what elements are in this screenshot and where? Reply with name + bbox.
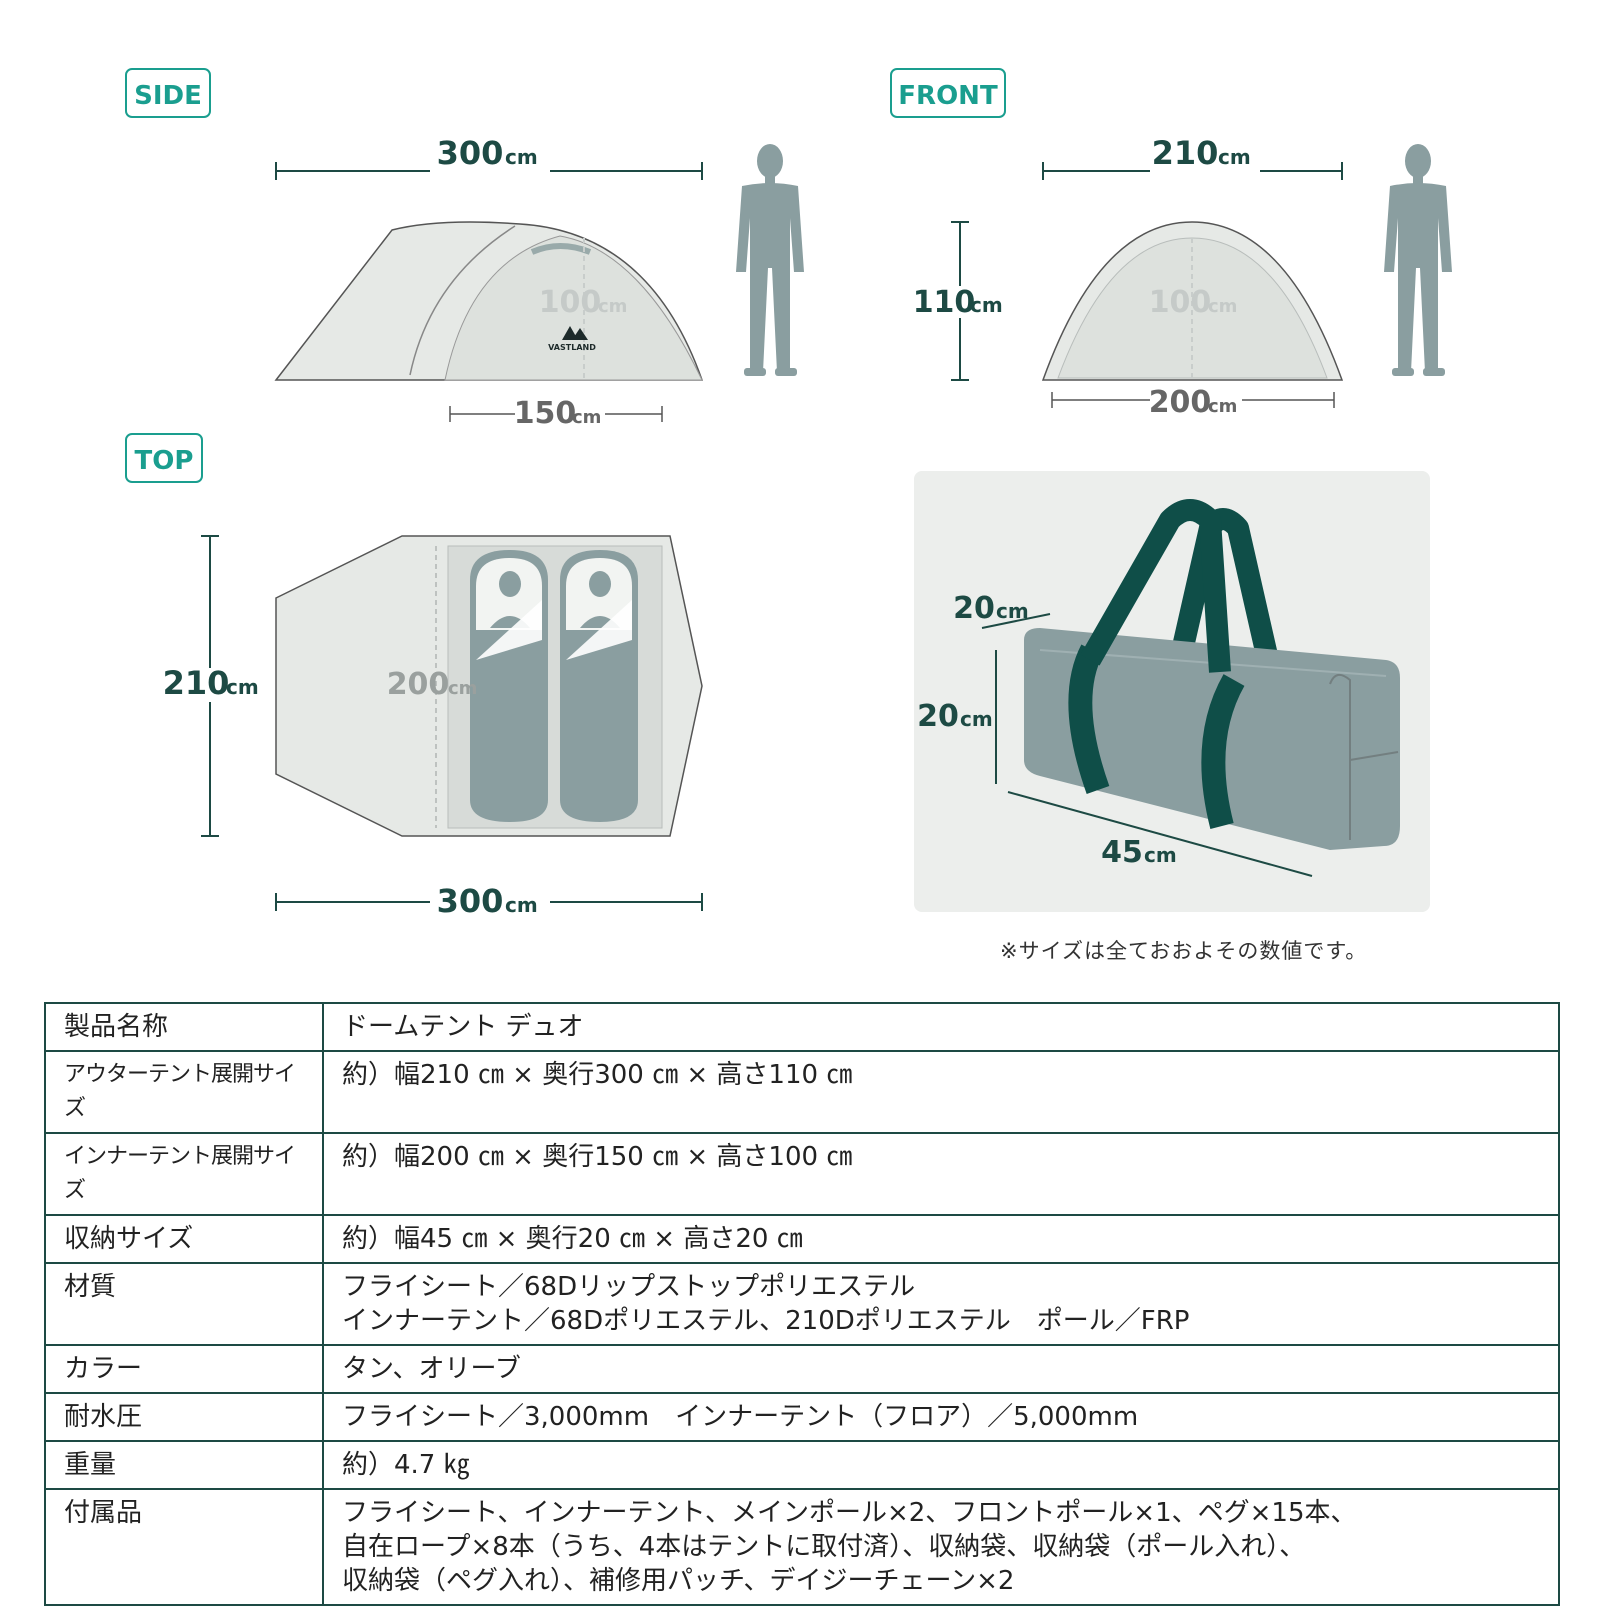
bag-depth-unit: cm: [996, 599, 1029, 623]
side-label: SIDE: [134, 81, 202, 111]
spec-row: アウターテント展開サイズ約）幅210 ㎝ × 奥行300 ㎝ × 高さ110 ㎝: [45, 1050, 1559, 1134]
spec-label: 耐水圧: [45, 1392, 324, 1442]
front-inner-width-unit: cm: [1208, 396, 1237, 417]
side-tent-inner: [444, 235, 703, 381]
spec-row: 重量約）4.7 ㎏: [45, 1440, 1559, 1490]
spec-value-line: ドームテント デュオ: [342, 1012, 584, 1042]
spec-value-line: フライシート／3,000mm インナーテント（フロア）／5,000mm: [342, 1402, 1139, 1432]
spec-row: インナーテント展開サイズ約）幅200 ㎝ × 奥行150 ㎝ × 高さ100 ㎝: [45, 1132, 1559, 1216]
spec-table: 製品名称ドームテント デュオアウターテント展開サイズ約）幅210 ㎝ × 奥行3…: [44, 1002, 1560, 1606]
front-inner-height-unit: cm: [1208, 296, 1237, 317]
spec-value-line: フライシート、インナーテント、メインポール×2、フロントポール×1、ペグ×15本…: [342, 1498, 1357, 1528]
spec-value: フライシート／68Dリップストップポリエステルインナーテント／68Dポリエステル…: [323, 1262, 1559, 1346]
spec-value: フライシート／3,000mm インナーテント（フロア）／5,000mm: [323, 1392, 1559, 1442]
side-label-box: [125, 68, 211, 118]
person-figure-icon: [1384, 144, 1452, 376]
front-height-unit: cm: [970, 293, 1003, 317]
front-view: FRONT 210 cm 110 cm 100 cm 200 cm: [890, 68, 1452, 420]
bag-height-unit: cm: [960, 707, 993, 731]
side-length-value: 300: [437, 134, 504, 172]
spec-label: カラー: [45, 1344, 324, 1394]
spec-row: 製品名称ドームテント デュオ: [45, 1002, 1559, 1052]
sleeping-bag-icon: [470, 550, 548, 822]
spec-label: 付属品: [45, 1488, 324, 1606]
spec-row: 収納サイズ約）幅45 ㎝ × 奥行20 ㎝ × 高さ20 ㎝: [45, 1214, 1559, 1264]
vastland-logo-text: VASTLAND: [548, 343, 596, 352]
bag-strap: [1201, 674, 1245, 829]
spec-table-body: 製品名称ドームテント デュオアウターテント展開サイズ約）幅210 ㎝ × 奥行3…: [45, 1002, 1559, 1606]
spec-value: 約）幅200 ㎝ × 奥行150 ㎝ × 高さ100 ㎝: [323, 1132, 1559, 1216]
spec-value-line: 約）幅45 ㎝ × 奥行20 ㎝ × 高さ20 ㎝: [342, 1224, 803, 1254]
person-figure-icon: [736, 144, 804, 376]
side-inner-height-unit: cm: [598, 296, 627, 317]
spec-row: 材質フライシート／68Dリップストップポリエステルインナーテント／68Dポリエス…: [45, 1262, 1559, 1346]
spec-label: 収納サイズ: [45, 1214, 324, 1264]
size-disclaimer-note: ※サイズは全ておおよその数値です。: [1000, 939, 1368, 963]
top-width-unit: cm: [226, 675, 259, 699]
side-inner-depth-unit: cm: [572, 407, 601, 428]
side-inner-height-value: 100: [539, 285, 602, 320]
bag-strap: [1068, 644, 1110, 795]
top-width-value: 210: [163, 664, 230, 702]
top-view: TOP 210 cm 200 cm: [125, 433, 703, 920]
spec-value-line: 収納袋（ペグ入れ）、補修用パッチ、デイジーチェーン×2: [342, 1566, 1015, 1596]
spec-value: 約）幅210 ㎝ × 奥行300 ㎝ × 高さ110 ㎝: [323, 1050, 1559, 1134]
spec-value-line: 約）幅210 ㎝ × 奥行300 ㎝ × 高さ110 ㎝: [342, 1060, 853, 1090]
bag-width-unit: cm: [1144, 843, 1177, 867]
spec-value-line: 約）幅200 ㎝ × 奥行150 ㎝ × 高さ100 ㎝: [342, 1142, 853, 1172]
front-width-unit: cm: [1218, 145, 1251, 169]
top-label: TOP: [135, 446, 194, 476]
spec-value: タン、オリーブ: [323, 1344, 1559, 1394]
spec-row: カラータン、オリーブ: [45, 1344, 1559, 1394]
spec-label: 製品名称: [45, 1002, 324, 1052]
spec-label: 重量: [45, 1440, 324, 1490]
top-label-box: [125, 433, 203, 483]
top-inner-length-value: 200: [387, 667, 450, 702]
front-inner-width-value: 200: [1149, 385, 1212, 420]
front-width-value: 210: [1152, 134, 1219, 172]
tent-dimension-diagram: SIDE 300 cm 100 cm VASTLAND 150 cm: [125, 68, 1452, 920]
spec-value-line: 約）4.7 ㎏: [342, 1450, 470, 1480]
top-length-value: 300: [437, 882, 504, 920]
spec-value-line: タン、オリーブ: [342, 1354, 521, 1384]
side-view: SIDE 300 cm 100 cm VASTLAND 150 cm: [125, 68, 804, 431]
spec-value: 約）幅45 ㎝ × 奥行20 ㎝ × 高さ20 ㎝: [323, 1214, 1559, 1264]
spec-value-line: インナーテント／68Dポリエステル、210Dポリエステル ポール／FRP: [342, 1306, 1190, 1336]
spec-value-line: フライシート／68Dリップストップポリエステル: [342, 1272, 916, 1302]
top-length-unit: cm: [505, 893, 538, 917]
spec-value: ドームテント デュオ: [323, 1002, 1559, 1052]
side-inner-depth-value: 150: [514, 396, 577, 431]
front-label: FRONT: [898, 81, 998, 111]
top-inner-length-unit: cm: [448, 678, 477, 699]
spec-value-line: 自在ロープ×8本（うち、4本はテントに取付済）、収納袋、収納袋（ポール入れ）、: [342, 1532, 1306, 1562]
bag-height-value: 20: [917, 699, 959, 734]
spec-label: インナーテント展開サイズ: [45, 1132, 324, 1216]
spec-label: アウターテント展開サイズ: [45, 1050, 324, 1134]
storage-bag-view: 20 cm 20 cm 45 cm: [914, 471, 1430, 912]
spec-value: 約）4.7 ㎏: [323, 1440, 1559, 1490]
front-inner-height-value: 100: [1149, 285, 1212, 320]
sleeping-bag-icon: [560, 550, 638, 822]
spec-row: 耐水圧フライシート／3,000mm インナーテント（フロア）／5,000mm: [45, 1392, 1559, 1442]
front-label-box: [890, 68, 1006, 118]
spec-row: 付属品フライシート、インナーテント、メインポール×2、フロントポール×1、ペグ×…: [45, 1488, 1559, 1606]
bag-width-value: 45: [1101, 835, 1143, 870]
spec-label: 材質: [45, 1262, 324, 1346]
side-length-unit: cm: [505, 145, 538, 169]
vastland-logo-mark: [562, 326, 588, 340]
spec-value: フライシート、インナーテント、メインポール×2、フロントポール×1、ペグ×15本…: [323, 1488, 1559, 1606]
bag-depth-value: 20: [953, 591, 995, 626]
front-height-value: 110: [913, 285, 976, 320]
